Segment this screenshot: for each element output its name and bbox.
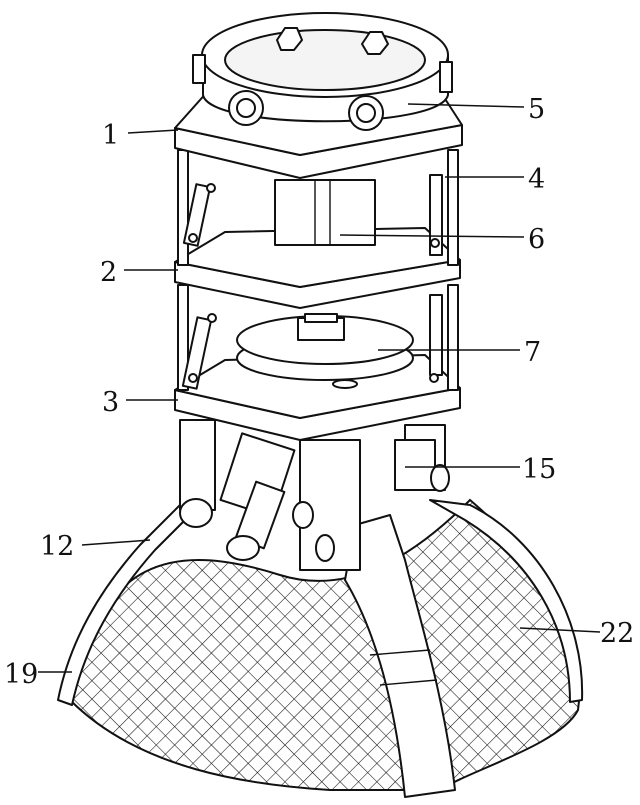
cylinder-6 [274,179,376,246]
label-7: 7 [378,337,541,368]
label-22: 22 [519,618,634,649]
claw-front-joint-2 [379,679,438,686]
claw-front [344,514,456,798]
label-6: 6 [339,224,545,255]
claw-front-joint [369,649,431,656]
svg-text:12: 12 [40,531,74,562]
posts-upper [177,149,459,266]
svg-text:22: 22 [600,618,634,649]
claw-arm-right [429,499,584,703]
svg-text:15: 15 [522,454,556,485]
leg-15 [394,439,450,492]
svg-text:7: 7 [524,337,541,368]
svg-text:1: 1 [102,120,119,151]
label-1: 1 [102,120,179,151]
claw-arm-left [57,499,191,706]
label-19: 19 [4,659,72,690]
disk-7 [236,313,414,389]
svg-text:2: 2 [100,257,117,288]
svg-text:6: 6 [528,224,545,255]
svg-text:19: 19 [4,659,38,690]
svg-text:4: 4 [528,164,545,195]
leg-left [179,419,216,511]
label-15: 15 [405,454,556,485]
label-2: 2 [100,257,178,288]
label-4: 4 [445,164,545,195]
label-12: 12 [40,531,151,562]
label-5: 5 [407,94,545,125]
posts-lower [177,284,459,391]
tubes-left [179,432,335,562]
label-3: 3 [102,387,178,418]
ring-5 [192,12,453,131]
svg-text:5: 5 [528,94,545,125]
svg-text:3: 3 [102,387,119,418]
